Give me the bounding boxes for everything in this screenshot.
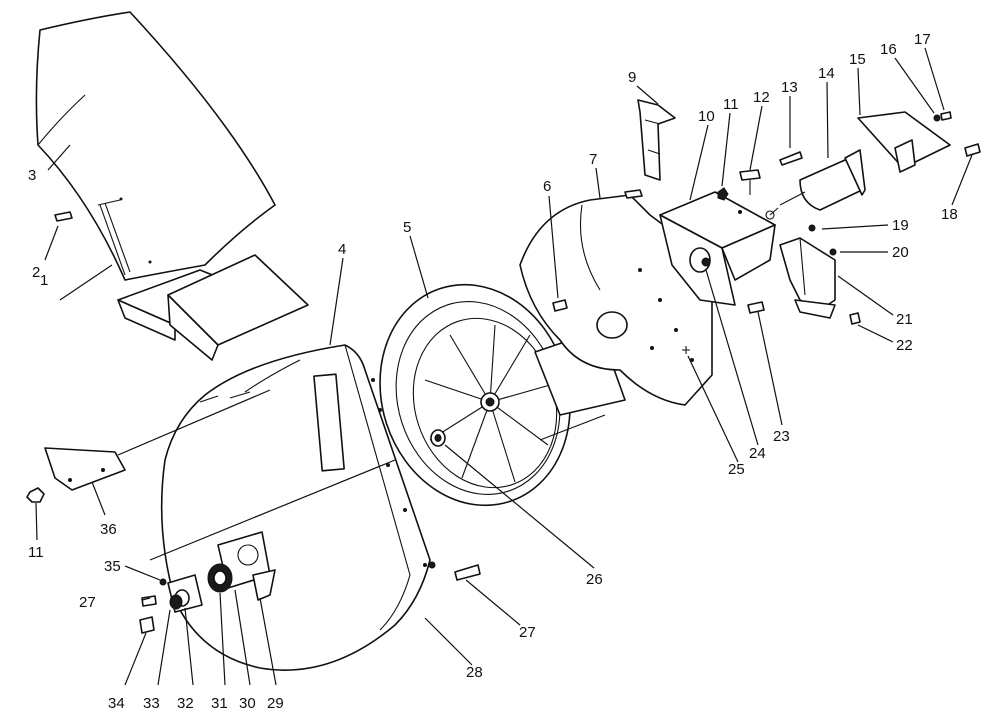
callout-14: 14	[818, 65, 835, 82]
callout-30: 30	[239, 695, 256, 712]
callout-11-top: 11	[723, 96, 739, 113]
callout-12: 12	[753, 89, 770, 106]
callout-3: 3	[28, 167, 36, 184]
callout-9: 9	[628, 69, 636, 86]
callout-32: 32	[177, 695, 194, 712]
callout-35: 35	[104, 558, 121, 575]
bearing-assembly	[139, 531, 276, 634]
upper-bracket	[857, 111, 951, 173]
callout-17: 17	[914, 31, 931, 48]
callout-labels: 1 2 3 4 5 6 7 9 10 11 11 12 13 14 15 16 …	[28, 31, 958, 712]
callout-2: 2	[32, 264, 40, 281]
callout-19: 19	[892, 217, 909, 234]
motor-bracket	[637, 99, 676, 181]
blower-housing	[149, 344, 431, 671]
callout-18: 18	[941, 206, 958, 223]
callout-29: 29	[267, 695, 284, 712]
rear-housing	[519, 189, 713, 406]
callout-34: 34	[108, 695, 125, 712]
callout-5: 5	[403, 219, 411, 236]
leader-lines	[35, 47, 973, 686]
callout-11-bottom: 11	[28, 544, 44, 561]
side-plate	[26, 389, 271, 503]
callout-15: 15	[849, 51, 866, 68]
callout-20: 20	[892, 244, 909, 261]
callout-1: 1	[40, 272, 48, 289]
callout-23: 23	[773, 428, 790, 445]
callout-7: 7	[589, 151, 597, 168]
actuator-motor	[765, 149, 866, 220]
callout-33: 33	[143, 695, 160, 712]
callout-27-right: 27	[519, 624, 536, 641]
mounting-plate	[659, 191, 776, 306]
chute-adapter	[117, 254, 309, 361]
side-bracket	[779, 237, 836, 319]
callout-16: 16	[880, 41, 897, 58]
callout-4: 4	[338, 241, 346, 258]
callout-31: 31	[211, 695, 228, 712]
callout-27-left: 27	[79, 594, 96, 611]
callout-6: 6	[543, 178, 551, 195]
callout-24: 24	[749, 445, 766, 462]
callout-25: 25	[728, 461, 745, 478]
callout-28: 28	[466, 664, 483, 681]
callout-13: 13	[781, 79, 798, 96]
discharge-chute	[35, 11, 276, 281]
callout-22: 22	[896, 337, 913, 354]
chute-deflector-rod	[54, 197, 131, 276]
callout-26: 26	[586, 571, 603, 588]
fasteners	[428, 111, 981, 581]
callout-21: 21	[896, 311, 913, 328]
callout-36: 36	[100, 521, 117, 538]
callout-10: 10	[698, 108, 715, 125]
adjustment-knob	[739, 151, 803, 195]
